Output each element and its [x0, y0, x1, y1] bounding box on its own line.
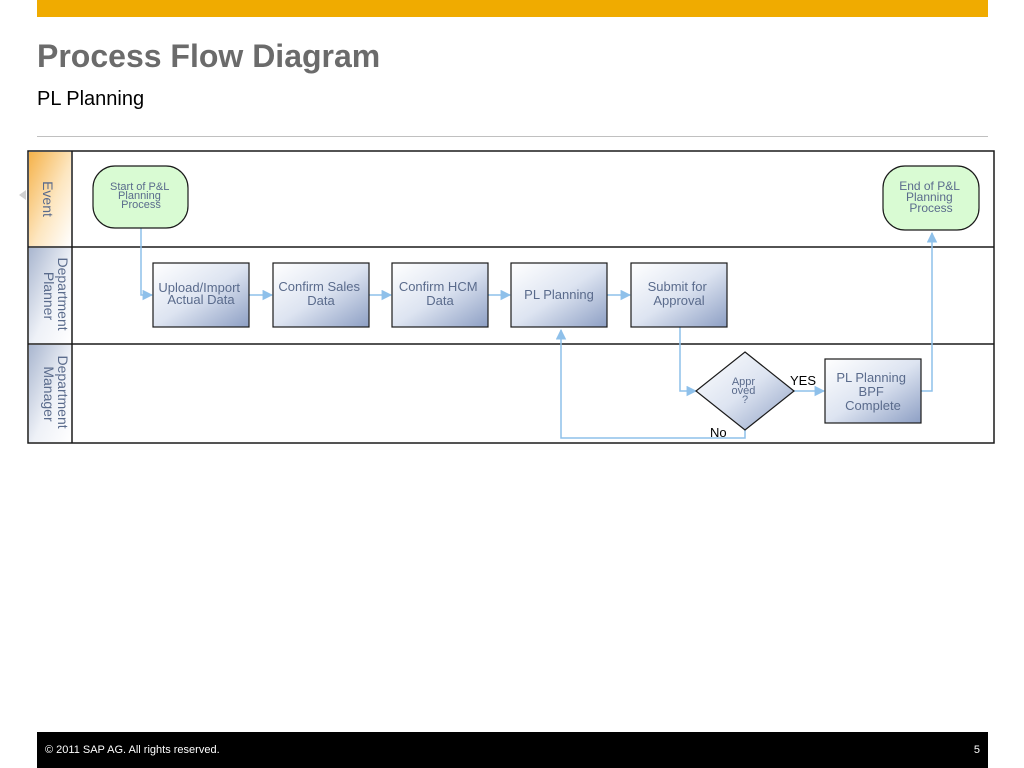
lane-event: Event	[29, 152, 71, 246]
svg-text:End of P&L Planning: End of P&L Planning Process	[899, 179, 963, 215]
left-edge-marker-icon	[19, 190, 26, 200]
connector-decision-no	[555, 328, 746, 439]
edge-label-yes: YES	[790, 373, 816, 388]
edge-label-no: No	[710, 425, 727, 440]
lane-department-planner: Department Planner	[29, 248, 71, 343]
end-event: End of P&L Planning Process	[882, 165, 980, 231]
svg-text:Upload/Import Actual Dat: Upload/Import Actual Data	[158, 280, 243, 307]
process-confirm-sales: Confirm Sales Data	[272, 262, 370, 328]
lane-label-event: Event	[40, 181, 56, 217]
svg-text:Confirm Sales Data: Confirm Sales Data	[278, 279, 363, 308]
lane-label-manager: Department	[55, 355, 71, 428]
svg-text:PL Planning BPF Co: PL Planning BPF Complete	[836, 370, 909, 413]
connector-submit-to-decision	[679, 327, 698, 397]
lane-label-planner: Department	[55, 257, 71, 330]
process-submit-approval: Submit for Approval	[630, 262, 728, 328]
svg-text:Confirm HCM Data: Confirm HCM Data	[399, 279, 481, 308]
process-bpf-complete: PL Planning BPF Complete	[824, 358, 922, 424]
svg-text:Department Manager: Department Manager	[41, 355, 71, 432]
svg-text:Submit for Approval: Submit for Approval	[648, 279, 711, 308]
process-pl-planning: PL Planning	[510, 262, 608, 328]
brand-top-bar	[37, 0, 988, 17]
connector-start-to-upload	[140, 228, 154, 301]
copyright-text: © 2011 SAP AG. All rights reserved.	[45, 744, 220, 756]
slide-title: Process Flow Diagram	[37, 38, 381, 74]
svg-text:Appr oved ?: Appr oved ?	[732, 376, 759, 406]
title-divider	[37, 136, 988, 137]
lane-department-manager: Department Manager	[29, 345, 71, 442]
connectors	[140, 228, 938, 439]
pl-planning-label: PL Planning	[524, 287, 594, 302]
process-upload-import: Upload/Import Actual Data	[152, 262, 250, 328]
page-number: 5	[973, 744, 980, 756]
start-event: Start of P&L Planning Process	[92, 165, 189, 229]
connector-complete-to-end	[921, 231, 938, 392]
svg-text:Start of P&L Planning: Start of P&L Planning Process	[110, 181, 172, 211]
footer-bar: © 2011 SAP AG. All rights reserved. 5	[37, 732, 988, 768]
decision-approved: Appr oved ?	[695, 351, 795, 431]
slide-subtitle: PL Planning	[37, 88, 145, 110]
svg-text:Department Planner: Department Planner	[41, 257, 71, 334]
process-confirm-hcm: Confirm HCM Data	[391, 262, 489, 328]
